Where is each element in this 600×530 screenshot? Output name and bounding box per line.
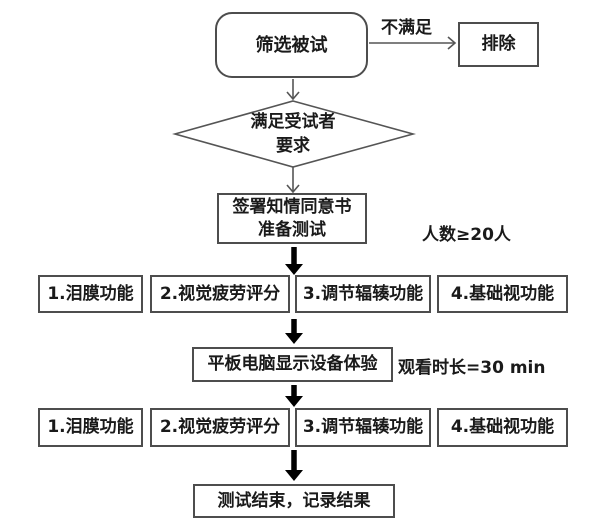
arrow-down-thick-4 bbox=[285, 450, 303, 481]
test-node-label: 4.基础视功能 bbox=[450, 417, 555, 437]
decision-label-line1: 满足受试者 bbox=[250, 112, 336, 132]
start-node: 筛选被试 bbox=[215, 12, 368, 78]
test-node-accommodation-vergence: 3.调节辐辏功能 bbox=[295, 408, 431, 447]
decision-label-line2: 要求 bbox=[276, 136, 310, 156]
test-node-accommodation-vergence: 3.调节辐辏功能 bbox=[295, 275, 431, 313]
test-node-visual-fatigue: 2.视觉疲劳评分 bbox=[150, 408, 290, 447]
test-node-tear-film: 1.泪膜功能 bbox=[38, 408, 143, 447]
test-node-label: 2.视觉疲劳评分 bbox=[159, 417, 281, 437]
test-node-basic-vision: 4.基础视功能 bbox=[437, 408, 568, 447]
exclude-node-label: 排除 bbox=[481, 34, 516, 54]
exclude-node: 排除 bbox=[458, 22, 539, 67]
start-node-label: 筛选被试 bbox=[255, 34, 328, 56]
arrow-down-thick-3 bbox=[285, 385, 303, 407]
experience-node: 平板电脑显示设备体验 bbox=[192, 347, 393, 382]
arrow-down-decision-to-consent bbox=[286, 167, 300, 194]
consent-node-line1: 签署知情同意书 bbox=[232, 196, 352, 217]
test-node-visual-fatigue: 2.视觉疲劳评分 bbox=[150, 275, 290, 313]
branch-label-not-satisfied: 不满足 bbox=[381, 18, 432, 38]
arrow-down-start-to-decision bbox=[286, 79, 300, 101]
end-node: 测试结束，记录结果 bbox=[193, 484, 395, 518]
experience-node-label: 平板电脑显示设备体验 bbox=[207, 354, 378, 374]
test-node-label: 2.视觉疲劳评分 bbox=[159, 283, 281, 304]
arrow-right-start-to-exclude bbox=[369, 36, 457, 50]
consent-node: 签署知情同意书 准备测试 bbox=[217, 193, 367, 244]
test-node-label: 3.调节辐辏功能 bbox=[302, 283, 424, 304]
test-node-label: 1.泪膜功能 bbox=[47, 283, 134, 304]
arrow-down-thick-2 bbox=[285, 319, 303, 344]
test-node-label: 3.调节辐辏功能 bbox=[302, 417, 424, 437]
arrow-down-thick-1 bbox=[285, 247, 303, 275]
consent-node-line2: 准备测试 bbox=[258, 219, 326, 240]
test-node-label: 1.泪膜功能 bbox=[47, 417, 134, 437]
end-node-label: 测试结束，记录结果 bbox=[217, 490, 371, 511]
duration-note: 观看时长=30 min bbox=[398, 358, 546, 378]
test-node-tear-film: 1.泪膜功能 bbox=[38, 275, 143, 313]
test-node-basic-vision: 4.基础视功能 bbox=[437, 275, 568, 313]
participants-note: 人数≥20人 bbox=[422, 225, 511, 245]
decision-node-label: 满足受试者 要求 bbox=[203, 110, 383, 158]
test-node-label: 4.基础视功能 bbox=[450, 283, 555, 304]
